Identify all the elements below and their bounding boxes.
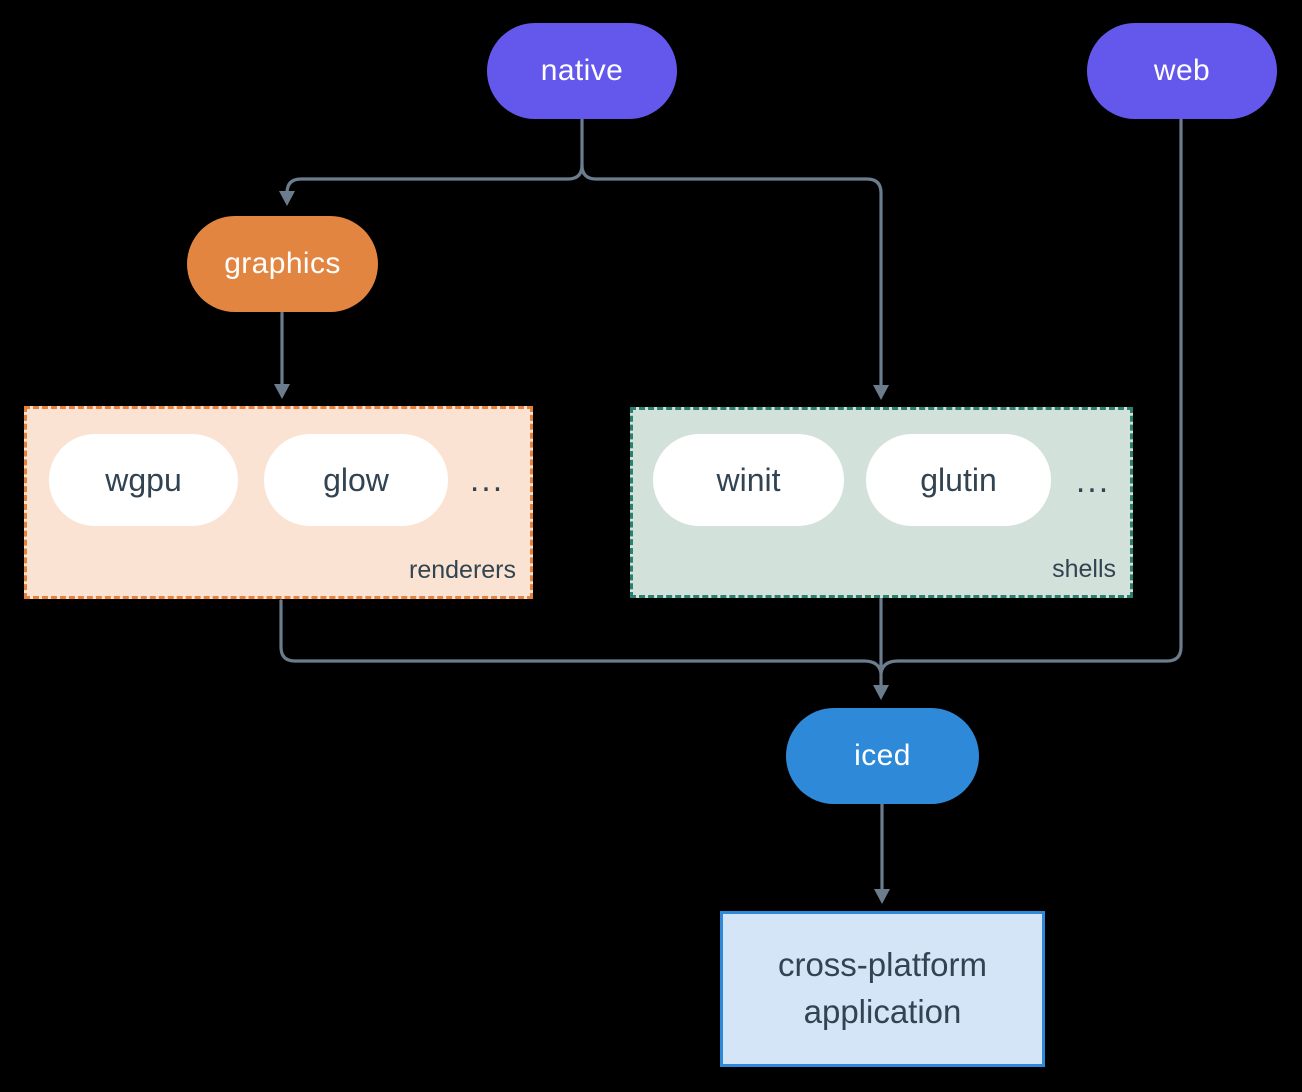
node-web-label: web — [1153, 54, 1211, 87]
shells-ellipsis: ... — [1075, 461, 1111, 500]
node-cross-platform-application: cross-platform application — [720, 911, 1045, 1067]
edge-native-to-shells — [580, 163, 883, 389]
node-native-label: native — [540, 54, 624, 87]
arrowhead-graphics — [279, 191, 295, 206]
group-shells: winit glutin ... shells — [630, 407, 1133, 598]
arrowhead-application — [874, 889, 890, 904]
node-glow: glow — [264, 434, 448, 526]
node-graphics: graphics — [187, 216, 378, 312]
node-glutin-label: glutin — [920, 461, 997, 498]
node-wgpu-label: wgpu — [105, 461, 182, 498]
node-wgpu: wgpu — [49, 434, 238, 526]
edge-web-to-iced — [879, 117, 1183, 675]
group-renderers-label: renderers — [409, 556, 516, 584]
app-label-line2: application — [803, 993, 962, 1030]
node-iced: iced — [786, 708, 979, 804]
node-iced-label: iced — [854, 739, 911, 772]
arrowhead-renderers — [274, 384, 290, 399]
node-winit: winit — [653, 434, 844, 526]
renderers-ellipsis: ... — [469, 460, 505, 499]
edge-native-to-graphics — [285, 117, 584, 196]
node-glow-label: glow — [323, 461, 389, 498]
group-renderers: wgpu glow ... renderers — [24, 406, 533, 599]
arrowhead-shells — [873, 385, 889, 400]
node-glutin: glutin — [866, 434, 1051, 526]
edge-renderers-to-iced — [279, 599, 883, 675]
node-winit-label: winit — [716, 461, 781, 498]
node-native: native — [487, 23, 677, 119]
group-shells-label: shells — [1052, 555, 1116, 583]
node-web: web — [1087, 23, 1277, 119]
node-graphics-label: graphics — [224, 247, 341, 280]
arrowhead-iced — [873, 685, 889, 700]
app-label-line1: cross-platform — [777, 946, 988, 984]
